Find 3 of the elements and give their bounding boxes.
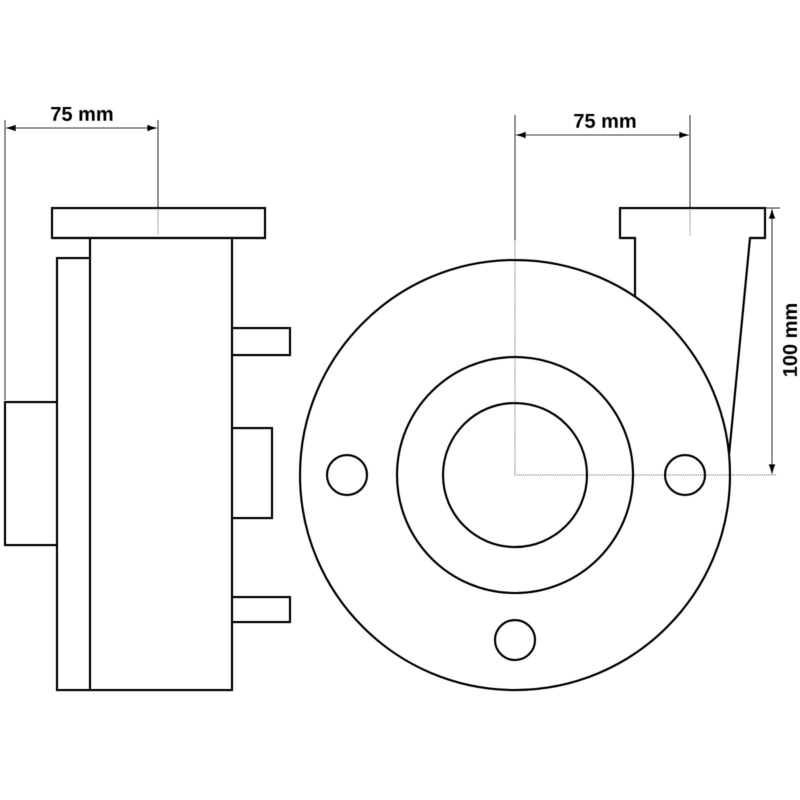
dimension-label: 75 mm [574, 114, 636, 128]
dimension-label: 75 mm [51, 107, 112, 121]
dimension-label: 100 mm [782, 304, 798, 376]
